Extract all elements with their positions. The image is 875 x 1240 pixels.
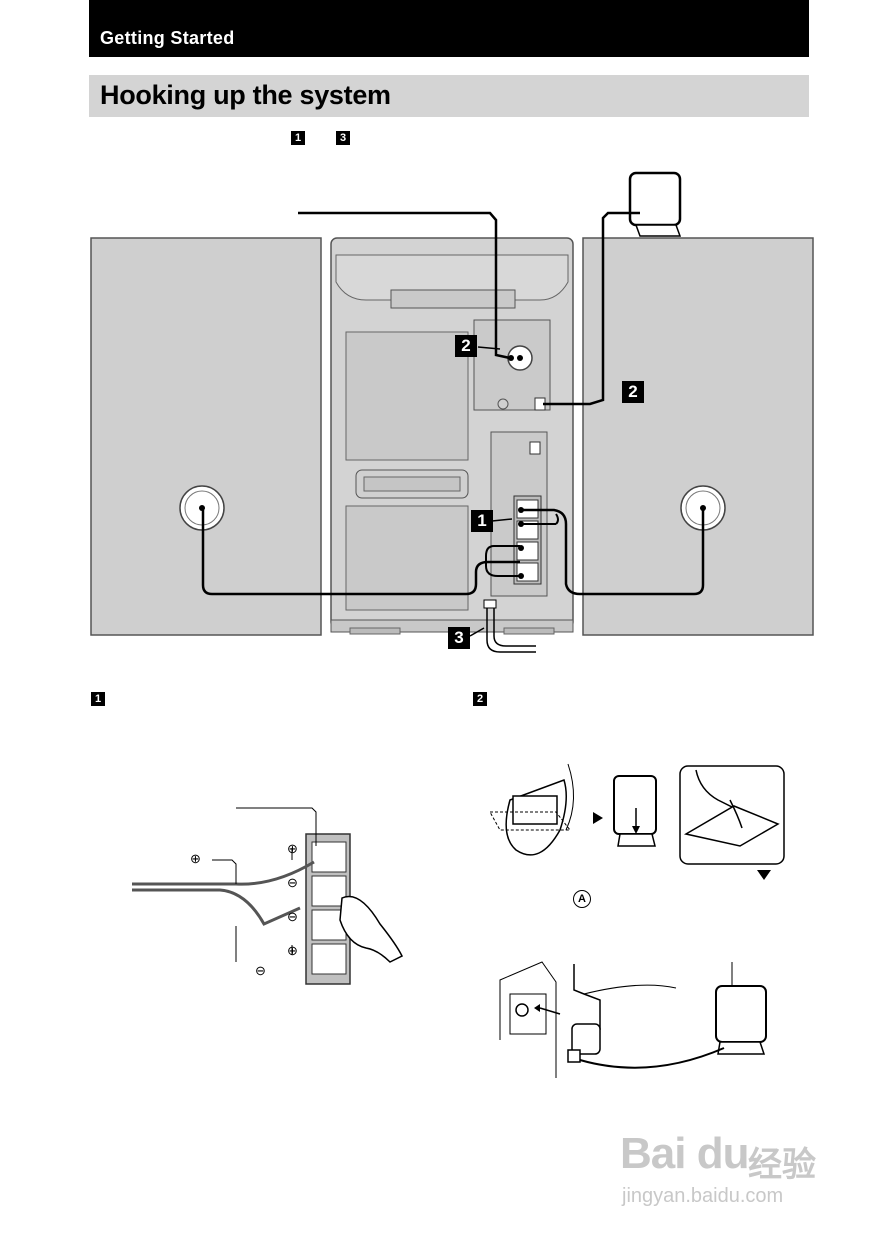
am-loop-antenna	[628, 171, 682, 227]
watermark-url: jingyan.baidu.com	[622, 1185, 784, 1207]
minus-symbol: ⊖	[255, 963, 266, 978]
section-label: Getting Started	[100, 28, 235, 48]
right-speaker	[582, 237, 814, 636]
watermark-brand: Bai du	[620, 1129, 749, 1178]
plus-terminal-mark: ⊕	[287, 841, 298, 856]
page-title-bar: Hooking up the system	[89, 75, 809, 117]
plus-terminal-mark-2: ⊕	[287, 943, 298, 958]
baidu-watermark: Bai du 经验 jingyan.baidu.com	[620, 1105, 830, 1215]
callout-2-am: 2	[622, 381, 644, 403]
watermark-cn: 经验	[748, 1146, 816, 1184]
figure-marker-a: A	[573, 890, 591, 908]
intro-step-last: 3	[336, 131, 350, 145]
callout-3-power: 3	[448, 627, 470, 649]
step-1-label: 1	[91, 692, 105, 706]
minus-terminal-mark-2: ⊖	[287, 909, 298, 924]
intro-step-first: 1	[291, 131, 305, 145]
step-2-label: 2	[473, 692, 487, 706]
callout-1-speaker: 1	[471, 510, 493, 532]
callout-2-fm: 2	[455, 335, 477, 357]
page-title: Hooking up the system	[100, 80, 391, 110]
am-antenna-assembly	[489, 763, 785, 1078]
plus-symbol: ⊕	[190, 851, 201, 866]
minus-terminal-mark: ⊖	[287, 875, 298, 890]
speaker-terminal-detail	[132, 807, 404, 985]
left-speaker	[90, 237, 322, 636]
section-header: Getting Started	[89, 0, 809, 57]
